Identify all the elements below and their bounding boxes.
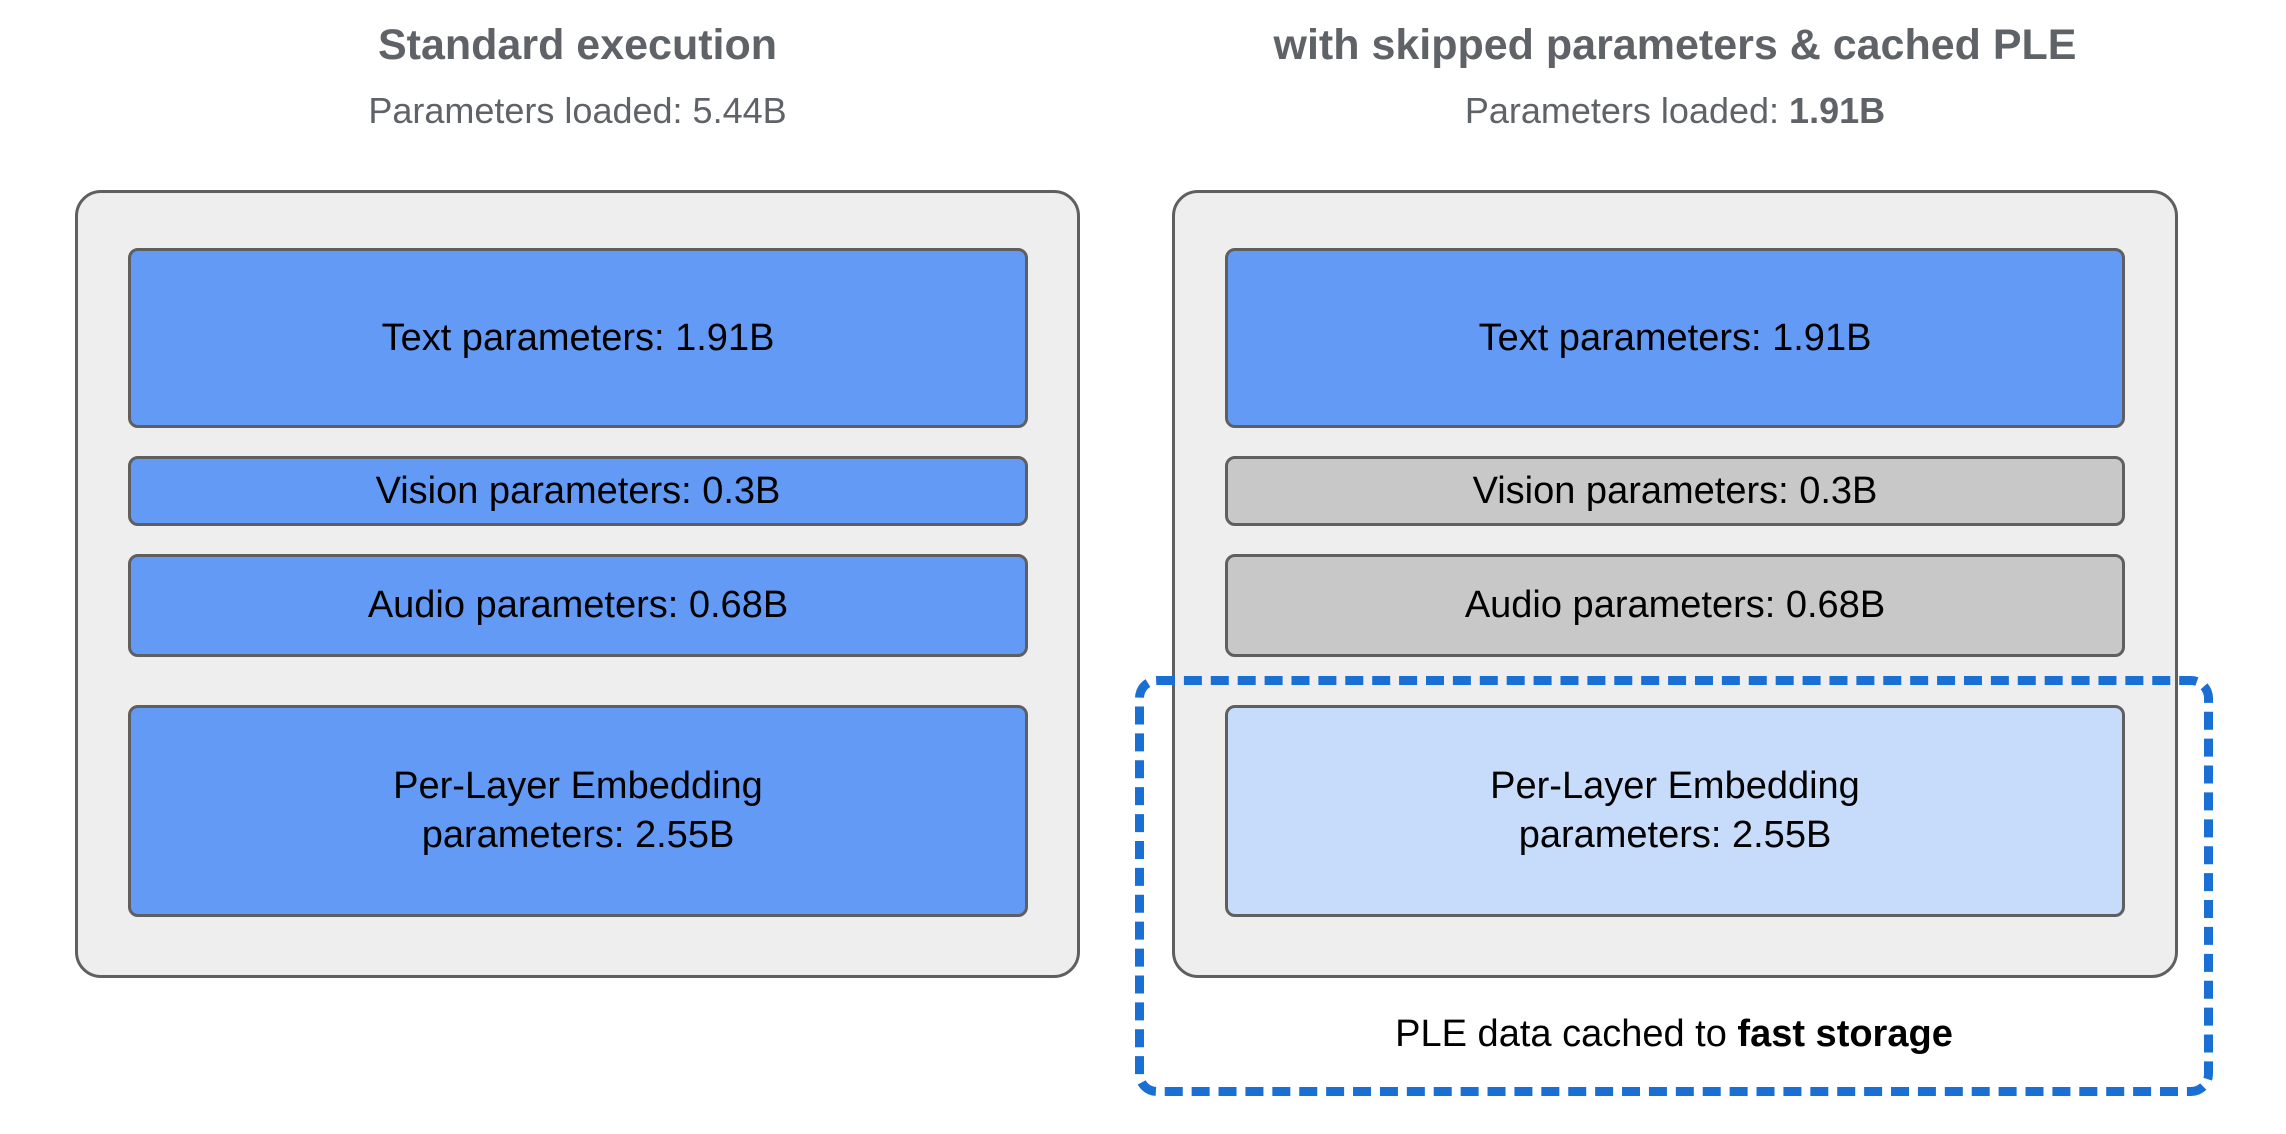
box-optimized-ple-parameters-label: Per-Layer Embedding parameters: 2.55B — [1490, 762, 1860, 859]
box-standard-audio-parameters: Audio parameters: 0.68B — [128, 554, 1028, 657]
column-header-optimized: with skipped parameters & cached PLE Par… — [1172, 21, 2178, 131]
column-subtitle-optimized-value: 1.91B — [1789, 90, 1886, 132]
box-optimized-vision-parameters-label: Vision parameters: 0.3B — [1472, 469, 1878, 512]
column-subtitle-standard-value: 5.44B — [692, 90, 787, 132]
box-standard-audio-parameters-label: Audio parameters: 0.68B — [367, 584, 789, 627]
cache-caption-prefix: PLE data cached to — [1395, 1013, 1738, 1055]
column-title-optimized: with skipped parameters & cached PLE — [1273, 21, 2077, 69]
column-title-standard: Standard execution — [377, 21, 778, 69]
box-optimized-vision-parameters-skipped: Vision parameters: 0.3B — [1225, 456, 2125, 526]
column-subtitle-optimized-prefix: Parameters loaded: — [1464, 90, 1790, 132]
box-standard-ple-parameters: Per-Layer Embedding parameters: 2.55B — [128, 705, 1028, 917]
box-standard-text-parameters: Text parameters: 1.91B — [128, 248, 1028, 428]
cache-caption: PLE data cached to fast storage — [1135, 1012, 2213, 1058]
box-standard-ple-parameters-label: Per-Layer Embedding parameters: 2.55B — [393, 762, 763, 859]
box-optimized-text-parameters-label: Text parameters: 1.91B — [1478, 316, 1872, 359]
box-optimized-ple-parameters-cached: Per-Layer Embedding parameters: 2.55B — [1225, 705, 2125, 917]
box-optimized-ple-line2: parameters: 2.55B — [1518, 814, 1832, 856]
box-standard-ple-line2: parameters: 2.55B — [421, 814, 735, 856]
box-optimized-text-parameters: Text parameters: 1.91B — [1225, 248, 2125, 428]
box-optimized-audio-parameters-label: Audio parameters: 0.68B — [1464, 584, 1886, 627]
column-header-standard: Standard execution Parameters loaded: 5.… — [75, 21, 1080, 131]
box-optimized-ple-line1: Per-Layer Embedding — [1490, 765, 1860, 808]
box-standard-vision-parameters: Vision parameters: 0.3B — [128, 456, 1028, 526]
column-subtitle-standard: Parameters loaded: 5.44B — [75, 91, 1080, 131]
column-subtitle-standard-prefix: Parameters loaded: — [368, 90, 693, 132]
box-optimized-audio-parameters-skipped: Audio parameters: 0.68B — [1225, 554, 2125, 657]
cache-caption-emphasis: fast storage — [1737, 1013, 1953, 1055]
box-standard-ple-line1: Per-Layer Embedding — [393, 765, 763, 808]
box-standard-vision-parameters-label: Vision parameters: 0.3B — [375, 469, 781, 512]
column-subtitle-optimized: Parameters loaded: 1.91B — [1172, 91, 2178, 131]
box-standard-text-parameters-label: Text parameters: 1.91B — [381, 316, 775, 359]
